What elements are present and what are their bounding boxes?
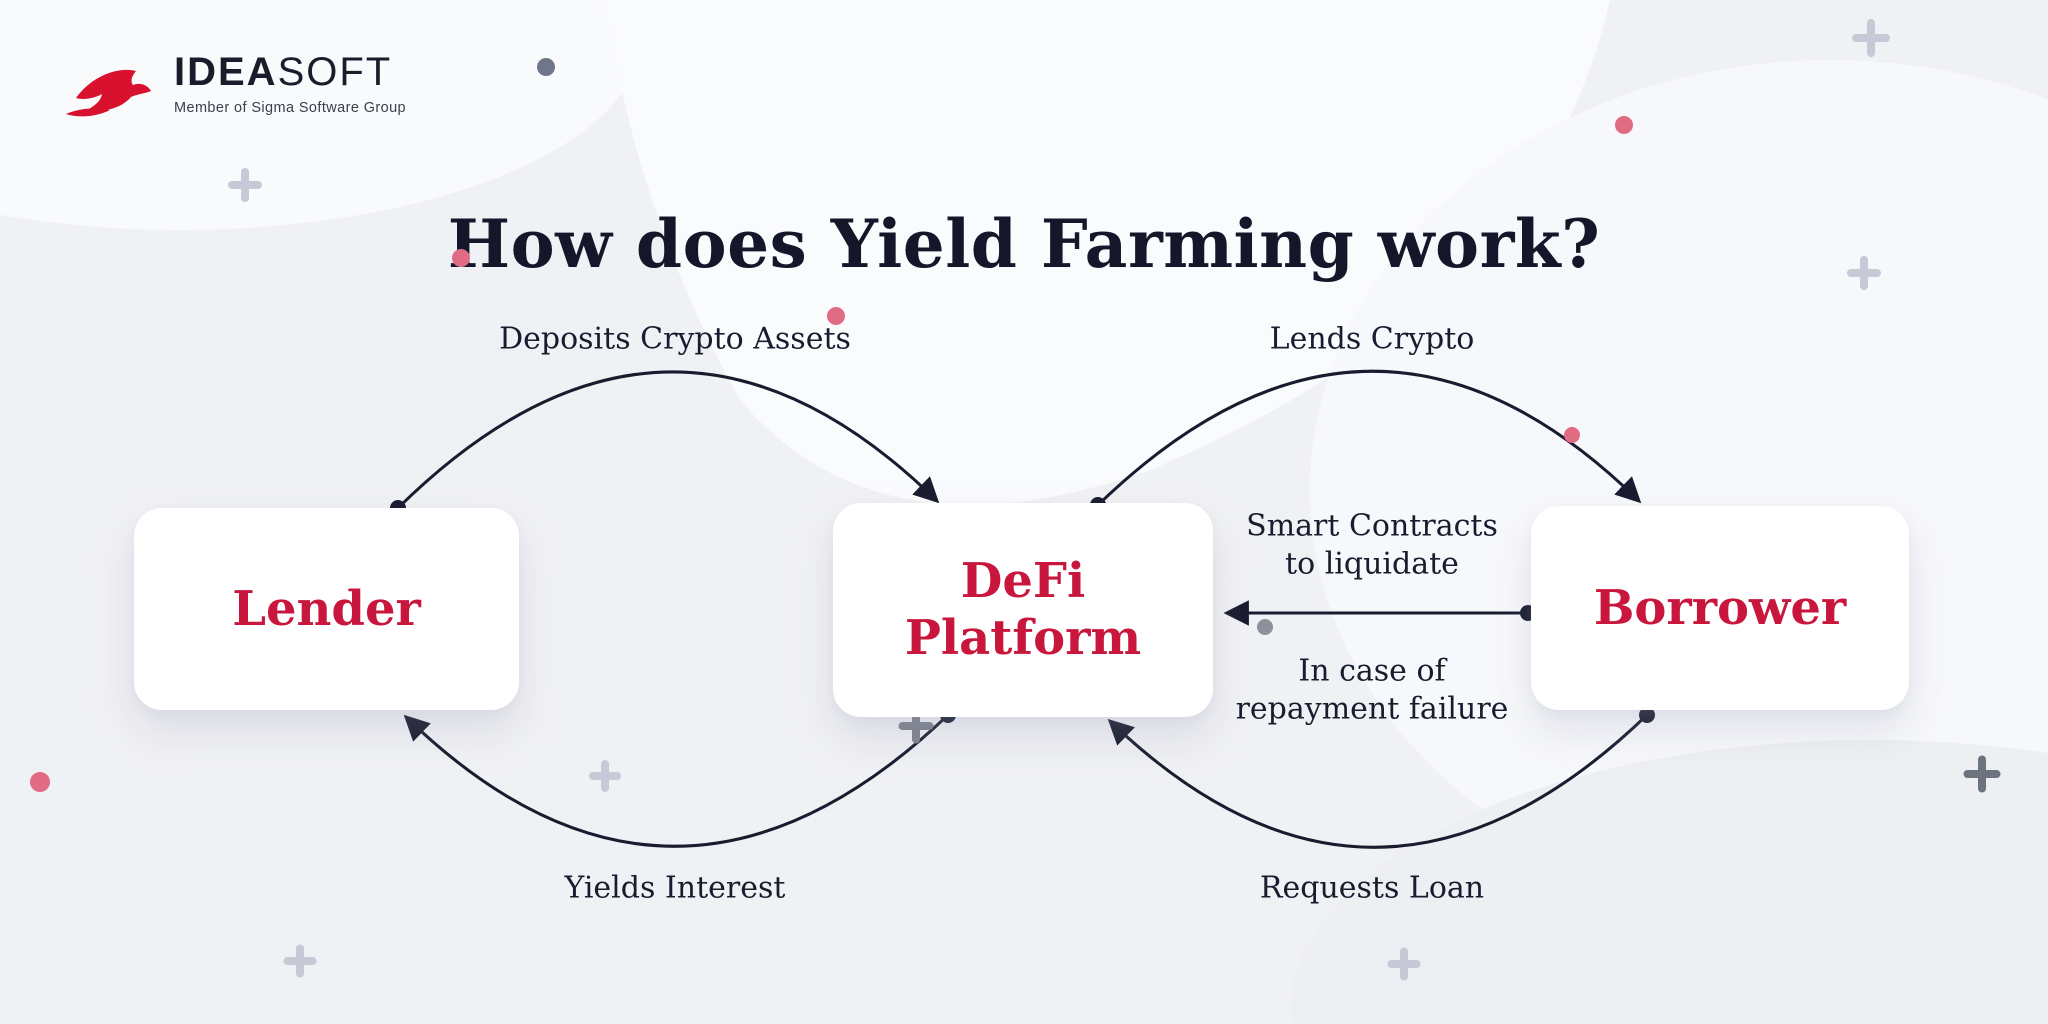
decor-dot-icon — [452, 249, 470, 267]
edge-deposits-label: Deposits Crypto Assets — [499, 321, 851, 357]
node-borrower-label: Borrower — [1593, 579, 1847, 636]
brand-name: IDEASOFT — [174, 50, 406, 94]
edge-liquidate-label-top: Smart Contracts to liquidate — [1246, 508, 1498, 582]
decor-dot-icon — [1257, 619, 1273, 635]
decor-plus-icon — [589, 760, 621, 792]
ideasoft-logo: IDEASOFT Member of Sigma Software Group — [64, 50, 406, 124]
decor-dot-icon — [1615, 116, 1633, 134]
node-lender: Lender — [134, 508, 519, 710]
node-defi-platform: DeFi Platform — [833, 503, 1213, 717]
node-lender-label: Lender — [232, 580, 421, 637]
brand-name-light: SOFT — [277, 50, 393, 94]
decor-dot-icon — [537, 58, 555, 76]
edge-requests-origin-dot — [1639, 707, 1655, 723]
edge-requests-arrow — [1107, 713, 1649, 849]
decor-plus-icon — [283, 944, 317, 978]
edge-lends-arrow — [1096, 369, 1642, 507]
node-defi-platform-label: DeFi Platform — [904, 553, 1142, 666]
decor-layer — [30, 19, 2001, 981]
edge-yields-label: Yields Interest — [564, 870, 786, 906]
edge-liquidate-label-bottom: In case of repayment failure — [1235, 653, 1509, 727]
decor-plus-icon — [1387, 947, 1421, 981]
bg-blob — [0, 0, 640, 230]
decor-plus-icon — [1963, 755, 2001, 793]
decor-plus-icon — [1847, 256, 1881, 290]
node-borrower: Borrower — [1531, 506, 1909, 710]
decor-dot-icon — [1564, 427, 1580, 443]
decor-plus-icon — [1852, 19, 1890, 57]
brand-name-bold: IDEA — [174, 50, 278, 94]
brand-tagline: Member of Sigma Software Group — [174, 100, 407, 116]
page-title: How does Yield Farming work? — [447, 205, 1601, 284]
bg-blob — [1290, 740, 2048, 1024]
edge-deposits-arrow — [396, 370, 940, 510]
decor-plus-icon — [898, 708, 934, 744]
edge-lends-label: Lends Crypto — [1269, 321, 1475, 357]
bg-blob — [606, 0, 1610, 505]
decor-dot-icon — [30, 772, 50, 792]
decor-dot-icon — [827, 307, 845, 325]
decor-plus-icon — [228, 168, 262, 202]
edge-yields-arrow — [403, 713, 950, 848]
ideasoft-bird-icon — [66, 69, 151, 117]
edge-requests-label: Requests Loan — [1259, 870, 1485, 906]
